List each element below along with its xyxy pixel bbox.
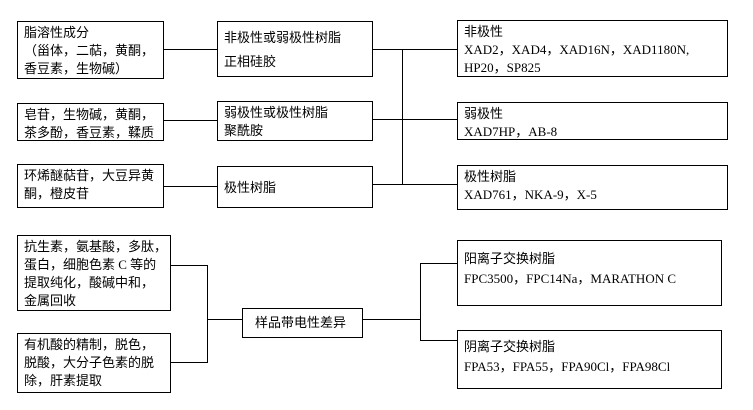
box-nonpolar-or-weak-polar-resin: 非极性或弱极性树脂 正相硅胶 <box>217 21 373 77</box>
box-text-line: 聚酰胺 <box>224 123 264 138</box>
box-text-line: 环烯醚萜苷，大豆异黄 <box>24 168 155 183</box>
box-text-line: 弱极性或极性树脂 <box>224 105 329 120</box>
box-nonpolar-resin-list: 非极性 XAD2，XAD4，XAD16N，XAD1180N, HP20，SP82… <box>457 20 728 77</box>
connector-top-vertical-bus <box>402 49 403 185</box>
connector-nonpolar-resin-to-list <box>373 49 457 50</box>
box-text-line: 酮，橙皮苷 <box>24 186 90 201</box>
box-antibiotics-amino-acids: 抗生素，氨基酸，多肽， 蛋白，细胞色素 C 等的 提取纯化，酸碱中和， 金属回收 <box>17 235 171 311</box>
box-text-line: 非极性 <box>464 24 504 39</box>
box-text-line: 脂溶性成分 <box>24 25 90 40</box>
connector-organic-acids-stub <box>171 362 207 363</box>
box-text-line: 样品带电性差异 <box>255 315 347 330</box>
box-text-line: 提取纯化，酸碱中和， <box>24 275 155 290</box>
box-text-line: 非极性或弱极性树脂 <box>224 30 342 45</box>
box-text-line: 极性树脂 <box>464 169 517 184</box>
box-text-line: 皂苷，生物碱，黄酮， <box>24 107 155 122</box>
box-text-line: 极性树脂 <box>224 180 277 195</box>
connector-bus-to-anion-list <box>420 340 457 341</box>
connector-bus-to-charge-box <box>207 319 242 320</box>
box-weak-polar-resin-list: 弱极性 XAD7HP，AB-8 <box>457 102 728 140</box>
box-text-line: HP20，SP825 <box>464 60 541 75</box>
box-polar-resin-list: 极性树脂 XAD761，NKA-9，X-5 <box>457 165 728 210</box>
connector-weakpolar-resin-to-list <box>373 119 457 120</box>
box-text-line: FPA53，FPA55，FPA90Cl，FPA98Cl <box>464 359 671 374</box>
box-text-line: 蛋白，细胞色素 C 等的 <box>24 257 157 272</box>
box-weak-polar-or-polar-resin: 弱极性或极性树脂 聚酰胺 <box>217 101 373 141</box>
box-anion-exchange-resin-list: 阴离子交换树脂 FPA53，FPA55，FPA90Cl，FPA98Cl <box>457 330 722 389</box>
box-text-line: 香豆素，生物碱） <box>24 61 129 76</box>
connector-lipid-to-nonpolar-resin <box>164 49 217 50</box>
box-sample-charge-difference: 样品带电性差异 <box>242 308 363 338</box>
connector-bottom-left-vertical-bus <box>207 265 208 363</box>
box-text-line: （甾体，二萜，黄酮， <box>24 43 155 58</box>
box-text-line: 抗生素，氨基酸，多肽， <box>24 239 168 254</box>
box-text-line: XAD7HP，AB-8 <box>464 124 558 139</box>
connector-bus-to-cation-list <box>420 263 457 264</box>
box-organic-acids-refining: 有机酸的精制，脱色， 脱酸，大分子色素的脱 除，肝素提取 <box>17 333 171 393</box>
box-polar-resin: 极性树脂 <box>217 166 373 208</box>
connector-iridoids-to-polar-resin <box>164 186 217 187</box>
box-text-line: 茶多酚，香豆素，鞣质 <box>24 125 155 140</box>
box-iridoid-glycosides: 环烯醚萜苷，大豆异黄 酮，橙皮苷 <box>17 164 164 208</box>
box-text-line: 有机酸的精制，脱色， <box>24 337 155 352</box>
connector-bottom-right-vertical-bus <box>420 263 421 341</box>
box-text-line: 除，肝素提取 <box>24 373 103 388</box>
connector-antibiotics-stub <box>171 265 207 266</box>
box-text-line: 脱酸，大分子色素的脱 <box>24 355 155 370</box>
box-text-line: XAD761，NKA-9，X-5 <box>464 187 597 202</box>
box-lipid-soluble-components: 脂溶性成分 （甾体，二萜，黄酮， 香豆素，生物碱） <box>17 21 164 79</box>
box-text-line: 阳离子交换树脂 <box>464 251 556 266</box>
box-text-line: XAD2，XAD4，XAD16N，XAD1180N, <box>464 42 690 57</box>
box-text-line: FPC3500，FPC14Na，MARATHON C <box>464 271 677 286</box>
box-text-line: 阴离子交换树脂 <box>464 339 556 354</box>
box-text-line: 弱极性 <box>464 106 504 121</box>
box-text-line: 正相硅胶 <box>224 54 277 69</box>
box-cation-exchange-resin-list: 阳离子交换树脂 FPC3500，FPC14Na，MARATHON C <box>457 240 722 306</box>
connector-saponins-to-weakpolar-resin <box>164 120 217 121</box>
connector-polar-resin-to-list <box>373 184 457 185</box>
connector-charge-box-stub <box>363 319 420 320</box>
box-saponins-alkaloids: 皂苷，生物碱，黄酮， 茶多酚，香豆素，鞣质 <box>17 103 164 141</box>
box-text-line: 金属回收 <box>24 293 77 308</box>
